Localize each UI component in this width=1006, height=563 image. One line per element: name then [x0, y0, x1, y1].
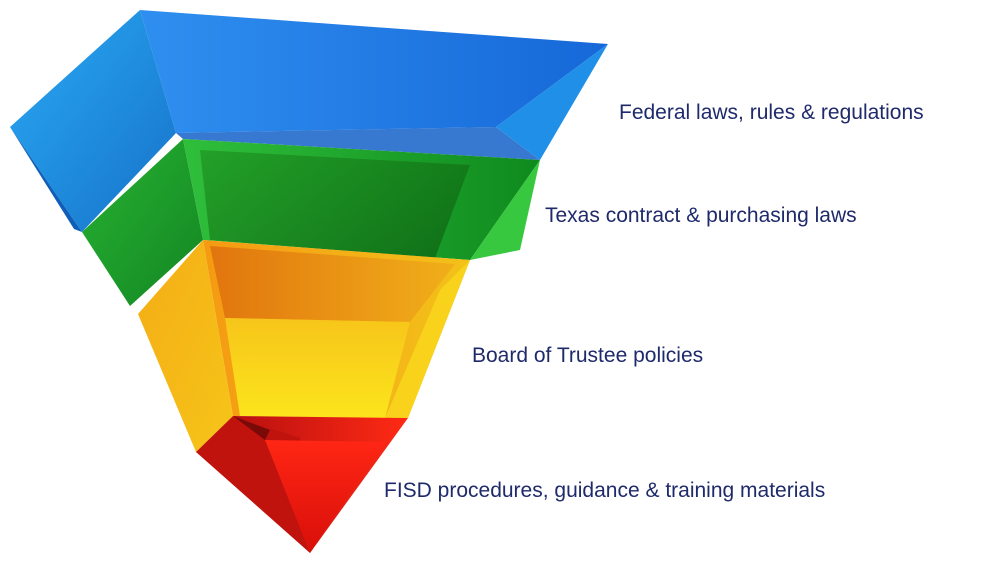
tier-fisd: [196, 416, 408, 553]
tier-fisd-face-front: [265, 440, 385, 553]
label-federal-laws: Federal laws, rules & regulations: [619, 101, 924, 124]
tier-federal: [10, 10, 608, 232]
tier-fisd-face-shadow: [233, 416, 270, 440]
tier-federal-edge: [10, 127, 82, 232]
tier-texas: [82, 139, 540, 306]
tier-board: [138, 240, 470, 452]
label-texas-laws: Texas contract & purchasing laws: [545, 204, 857, 227]
tier-federal-face-back: [140, 10, 608, 133]
tier-board-face-right: [385, 260, 470, 418]
tier-texas-face-right: [470, 160, 540, 260]
tier-texas-face-inner: [200, 150, 470, 258]
tier-federal-face-front: [176, 127, 540, 160]
label-fisd-procedures: FISD procedures, guidance & training mat…: [384, 479, 826, 502]
tier-texas-face-left: [82, 139, 203, 306]
tier-board-face-front: [225, 318, 410, 418]
label-board-policies: Board of Trustee policies: [472, 344, 704, 367]
tier-board-face-left: [138, 240, 233, 452]
tier-board-face-inner: [210, 246, 455, 322]
tier-federal-face-left: [10, 10, 176, 232]
tier-federal-face-right: [496, 44, 608, 160]
